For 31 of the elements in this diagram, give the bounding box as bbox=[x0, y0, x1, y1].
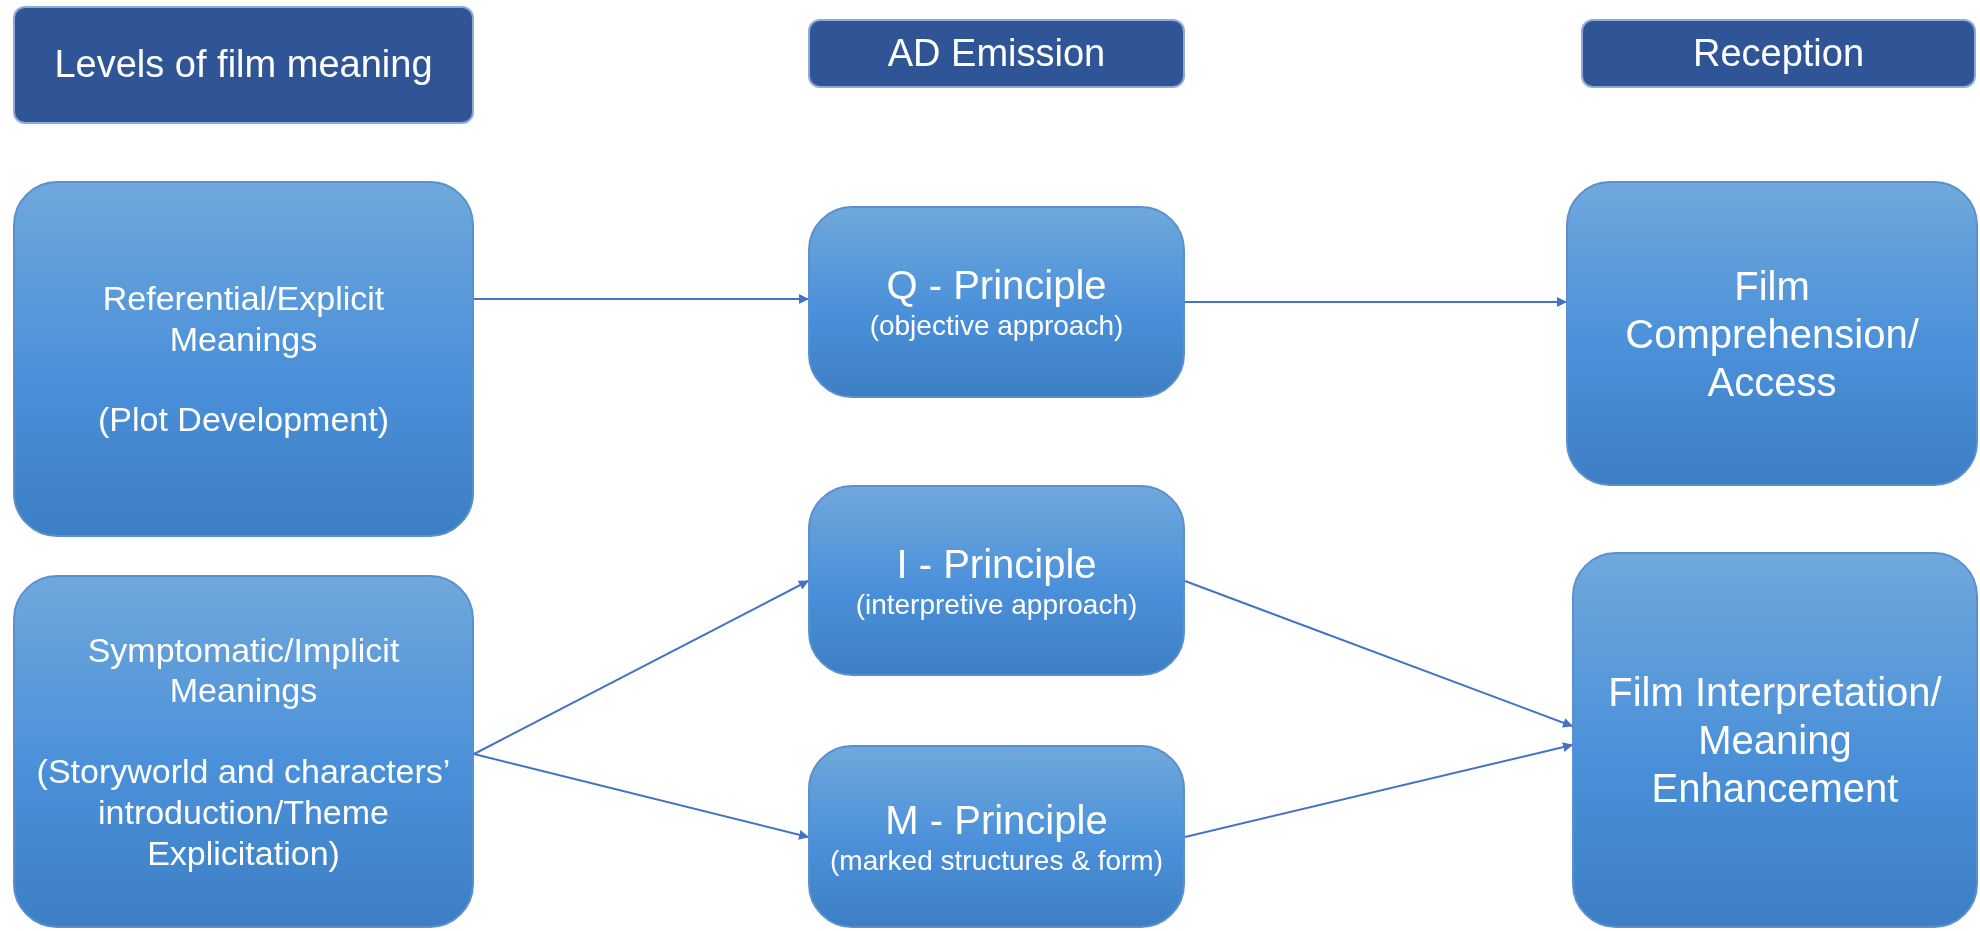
process-box bbox=[1566, 181, 1978, 486]
box-title: Symptomatic/Implicit Meanings bbox=[86, 629, 401, 712]
box-title: Film Interpretation/ Meaning Enhancement bbox=[1607, 669, 1943, 812]
column-header-text: Levels of film meaning bbox=[54, 42, 433, 88]
header-box bbox=[13, 6, 474, 124]
header-box bbox=[808, 19, 1185, 88]
process-box bbox=[13, 181, 474, 537]
header-box bbox=[1581, 19, 1976, 88]
box-title: Film Comprehension/ Access bbox=[1624, 262, 1920, 406]
process-box bbox=[13, 575, 474, 928]
process-box bbox=[1572, 552, 1978, 928]
box-title: Q - Principle bbox=[886, 262, 1107, 310]
process-box bbox=[808, 485, 1185, 676]
box-subtitle: (objective approach) bbox=[869, 309, 1124, 343]
box-title: Referential/Explicit Meanings bbox=[101, 277, 386, 360]
arrow bbox=[1184, 580, 1573, 728]
box-subtitle: (marked structures & form) bbox=[830, 843, 1163, 878]
arrow bbox=[473, 753, 809, 840]
process-box bbox=[808, 206, 1185, 398]
column-header-text: AD Emission bbox=[887, 30, 1106, 76]
box-subtitle: (Plot Development) bbox=[98, 399, 389, 441]
box-subtitle: (Storyworld and characters’ introduction/Theme Explicitation) bbox=[35, 751, 452, 874]
box-subtitle: (interpretive approach) bbox=[855, 587, 1138, 622]
arrow bbox=[1184, 297, 1567, 307]
box-title: M - Principle bbox=[885, 796, 1108, 844]
arrow bbox=[1184, 742, 1573, 838]
arrow bbox=[473, 580, 809, 755]
process-box bbox=[808, 745, 1185, 928]
box-title: I - Principle bbox=[896, 540, 1097, 588]
column-header-text: Reception bbox=[1692, 30, 1865, 76]
arrow bbox=[473, 294, 809, 304]
